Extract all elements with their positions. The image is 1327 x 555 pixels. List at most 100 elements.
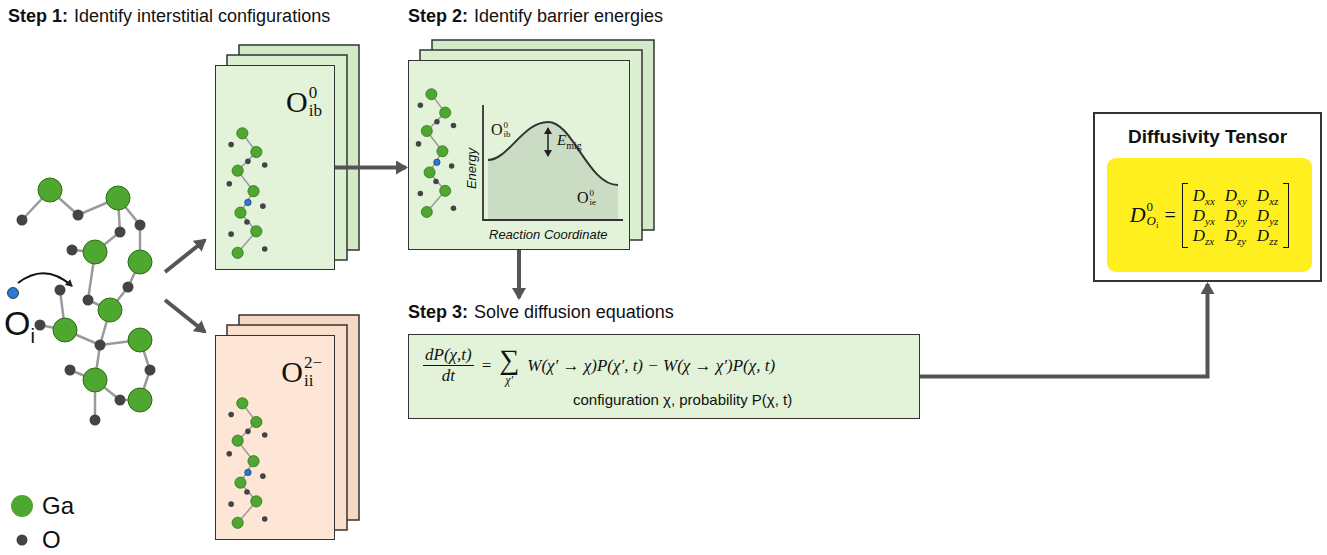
crystal-illustration: [413, 79, 459, 229]
matrix-entry: Dzx: [1193, 227, 1215, 244]
matrix-entry: Dzy: [1225, 227, 1247, 244]
matrix-entry: Dxz: [1257, 187, 1278, 204]
entry-subscript: xx: [1205, 196, 1215, 207]
subscript-base: O: [1147, 213, 1156, 228]
entry-subscript: xz: [1269, 196, 1278, 207]
subscript: i: [1156, 220, 1159, 230]
step-number: Step 2:: [408, 6, 468, 26]
flow-arrow: [920, 284, 1208, 376]
matrix-bracket: [1283, 183, 1289, 248]
entry-base: D: [1257, 187, 1269, 204]
entry-base: D: [1225, 207, 1237, 224]
equation-node: Step 3: Solve diffusion equations dP(χ,t)d…: [408, 300, 920, 419]
symbol-base: O: [577, 190, 589, 206]
equation-note-text: configuration χ, probability P(χ, t): [573, 391, 792, 408]
legend-swatch: [17, 535, 28, 546]
atom-label: O: [4, 304, 30, 342]
label-group: Step 2: Identify barrier energies: [408, 6, 663, 27]
legend-swatch: [11, 495, 33, 517]
entry-base: D: [1193, 207, 1205, 224]
superscript: 0: [504, 121, 511, 130]
denominator: dt: [442, 366, 455, 386]
sum-symbol: ∑χ′: [499, 346, 519, 386]
math-symbol: O2−ii: [281, 354, 322, 390]
crystal-illustration: [222, 124, 272, 264]
symbol-base: O: [491, 122, 503, 138]
symbol-base: D: [1130, 204, 1146, 226]
label-group: Step 1:Identify interstitial configurati…: [8, 6, 330, 27]
entry-subscript: yx: [1205, 216, 1215, 227]
box-title: Diffusivity Tensor: [1095, 126, 1320, 148]
script-stack: 2−ii: [304, 354, 322, 390]
matrix-entry: Dxx: [1193, 187, 1215, 204]
matrix-grid: DxxDxyDxzDyxDyyDyzDzxDzyDzz: [1188, 183, 1284, 248]
atom-subscript: i: [30, 325, 34, 347]
matrix-entry: Dzz: [1257, 227, 1278, 244]
tensor-box: Diffusivity TensorD0Oi=DxxDxyDxzDyxDyyDy…: [1093, 112, 1322, 282]
equation-box: dP(χ,t)dt = ∑χ′ W(χ′ → χ)P(χ′, t) − W(χ → χ…: [408, 334, 920, 419]
configuration-panel: O0ib: [215, 65, 335, 270]
math-symbol: D0Oi: [1130, 200, 1159, 230]
sum-sign: ∑: [499, 346, 519, 374]
fraction: dP(χ,t)dt: [423, 345, 474, 387]
step-title: Solve diffusion equations: [474, 302, 674, 322]
flow-arrow: [335, 166, 406, 170]
matrix-entry: Dyy: [1225, 207, 1247, 224]
flow-arrow: [517, 250, 521, 298]
entry-base: D: [1225, 227, 1237, 244]
superscript: 0: [590, 189, 597, 198]
entry-base: D: [1257, 207, 1269, 224]
matrix-entry: Dyx: [1193, 207, 1215, 224]
crystal-illustration: [222, 394, 272, 534]
symbol-base: E: [557, 133, 566, 148]
entry-base: D: [1193, 227, 1205, 244]
script-stack: 0Oi: [1147, 200, 1159, 230]
superscript: 0: [1147, 200, 1159, 214]
legend-text: O: [42, 526, 61, 553]
symbol-base: O: [286, 87, 308, 117]
subscript: ib: [309, 102, 322, 120]
label-group: Oi: [4, 304, 35, 348]
entry-base: D: [1257, 227, 1269, 244]
matrix-bracket: [1182, 183, 1188, 248]
math-symbol: O0ie: [577, 189, 596, 208]
script-stack: 0ie: [590, 189, 597, 208]
subscript: ii: [304, 372, 322, 390]
barrier-panel: O0ibEmigO0ieEnergyReaction Coordinate: [408, 60, 630, 250]
legend-entry: O: [42, 525, 61, 555]
superscript: 2−: [304, 354, 322, 372]
step-title: Identify barrier energies: [474, 6, 663, 26]
axis-label: Reaction Coordinate: [489, 227, 608, 242]
matrix-entry: Dxy: [1225, 187, 1247, 204]
step-title: Identify interstitial configurations: [74, 6, 330, 26]
legend-entry: Ga: [42, 491, 74, 521]
equation-terms: W(χ′ → χ)P(χ′, t) − W(χ → χ′)P(χ, t): [527, 356, 775, 376]
tensor-row: D0Oi=DxxDxyDxzDyxDyyDyzDzxDzyDzz: [1130, 183, 1290, 248]
tensor-matrix-box: D0Oi=DxxDxyDxzDyxDyyDyzDzxDzyDzz: [1107, 158, 1312, 272]
script-stack: 0ib: [309, 84, 322, 120]
entry-subscript: yz: [1269, 216, 1278, 227]
entry-subscript: yy: [1237, 216, 1247, 227]
equation-note: configuration χ, probability P(χ, t): [573, 391, 905, 408]
matrix: DxxDxyDxzDyxDyyDyzDzxDzyDzz: [1182, 183, 1290, 248]
subscript: ib: [504, 130, 511, 139]
math-symbol: O0ib: [286, 84, 322, 120]
superscript: 0: [309, 84, 322, 102]
step-number: Step 3:: [408, 302, 468, 322]
axis-label: Energy: [464, 148, 479, 189]
sum-index: χ′: [505, 374, 513, 386]
numerator: dP(χ,t): [423, 345, 474, 366]
subscript: ie: [590, 198, 597, 207]
symbol-base: O: [281, 357, 303, 387]
equals-sign: =: [482, 356, 492, 376]
entry-subscript: zy: [1237, 236, 1246, 247]
entry-base: D: [1225, 187, 1237, 204]
entry-subscript: xy: [1237, 196, 1247, 207]
entry-subscript: zx: [1205, 236, 1214, 247]
subscript: Oi: [1147, 214, 1159, 230]
math-symbol: O0ib: [491, 121, 511, 140]
equation-row: dP(χ,t)dt = ∑χ′ W(χ′ → χ)P(χ′, t) − W(χ → χ…: [423, 345, 905, 387]
legend-text: Ga: [42, 492, 74, 519]
math-symbol: Emig: [557, 133, 582, 148]
step-heading: Step 3: Solve diffusion equations: [408, 300, 920, 334]
